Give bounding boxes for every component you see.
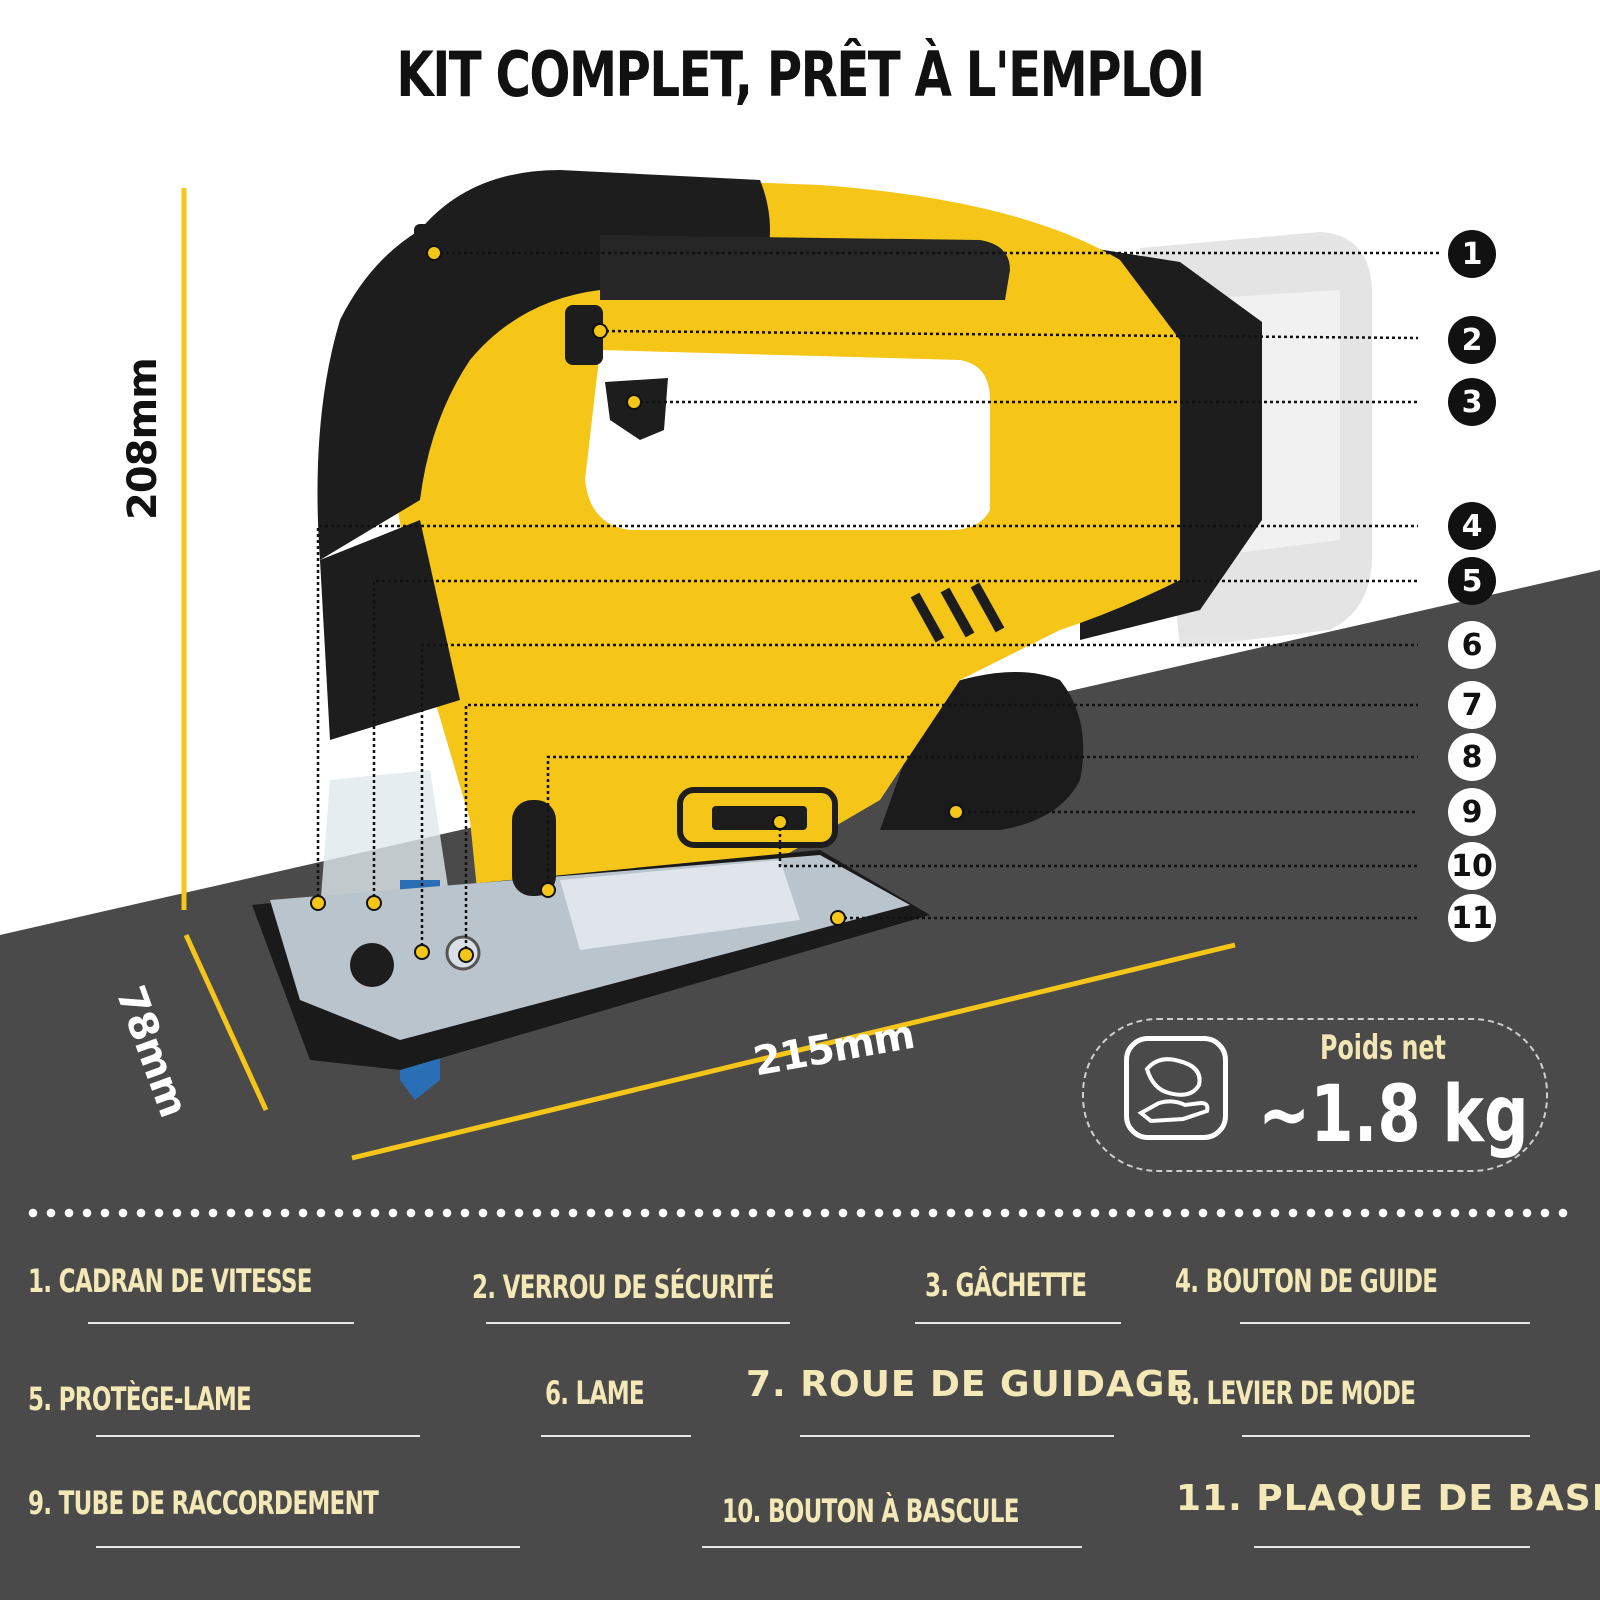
part-label-3: 3. GÂCHETTE	[925, 1266, 1087, 1304]
part-label-1: 1. CADRAN DE VITESSE	[28, 1262, 313, 1300]
callout-5: 5	[1448, 557, 1496, 605]
guide-knob	[350, 943, 394, 987]
weight-value: ~1.8 kg	[1258, 1070, 1529, 1160]
callout-8: 8	[1448, 733, 1496, 781]
callout-10: 10	[1448, 842, 1496, 890]
callout-2: 2	[1448, 316, 1496, 364]
leader-line-2	[599, 329, 1419, 340]
part-label-4: 4. BOUTON DE GUIDE	[1175, 1262, 1438, 1300]
callout-11: 11	[1448, 894, 1496, 942]
callout-4: 4	[1448, 502, 1496, 550]
part-underline-6	[541, 1435, 691, 1437]
callout-9: 9	[1448, 788, 1496, 836]
weight-hand-icon	[1124, 1036, 1228, 1140]
part-underline-5	[96, 1435, 420, 1437]
part-label-10: 10. BOUTON À BASCULE	[722, 1492, 1019, 1530]
leader-lines	[316, 251, 1440, 955]
floor-area	[0, 570, 1600, 1600]
blade-guard	[320, 770, 450, 910]
callout-3: 3	[1448, 378, 1496, 426]
part-underline-11	[1254, 1546, 1530, 1548]
callout-7: 7	[1448, 681, 1496, 729]
height-dimension-label: 208mm	[120, 358, 166, 520]
grip-top	[600, 235, 1010, 300]
part-label-9: 9. TUBE DE RACCORDEMENT	[28, 1484, 379, 1522]
dotted-separator	[24, 1208, 1576, 1218]
vents	[910, 582, 1005, 643]
part-label-8: 8. LEVIER DE MODE	[1176, 1374, 1416, 1412]
callout-1: 1	[1448, 230, 1496, 278]
leader-line-10	[778, 822, 1418, 868]
part-label-6: 6. LAME	[545, 1374, 645, 1412]
callout-6: 6	[1448, 621, 1496, 669]
part-underline-10	[702, 1546, 1082, 1548]
part-underline-9	[96, 1546, 520, 1548]
part-label-7: 7. ROUE DE GUIDAGE	[746, 1364, 1192, 1405]
base-plate-bracket	[560, 860, 800, 950]
part-underline-4	[1240, 1322, 1530, 1324]
part-underline-8	[1242, 1435, 1530, 1437]
toggle-knob	[712, 806, 807, 830]
leader-line-4	[316, 524, 1418, 903]
mode-lever	[512, 800, 556, 896]
handle-opening	[585, 350, 990, 530]
page-title: KIT COMPLET, PRÊT À L'EMPLOI	[396, 38, 1205, 111]
part-underline-2	[486, 1322, 790, 1324]
depth-dimension-line	[183, 933, 269, 1112]
leader-line-6	[420, 643, 1418, 952]
leader-line-8	[546, 755, 1418, 890]
part-underline-7	[800, 1435, 1114, 1437]
part-underline-1	[88, 1322, 354, 1324]
weight-label: Poids net	[1320, 1028, 1446, 1068]
safety-lock	[565, 305, 603, 365]
part-underline-3	[915, 1322, 1121, 1324]
part-label-2: 2. VERROU DE SÉCURITÉ	[472, 1268, 774, 1306]
part-label-5: 5. PROTÈGE-LAME	[28, 1380, 252, 1418]
part-label-11: 11. PLAQUE DE BASE	[1176, 1478, 1600, 1519]
leader-dots	[310, 245, 964, 963]
width-dimension-line	[351, 942, 1236, 1161]
leader-line-7	[464, 703, 1418, 955]
grip-front	[320, 520, 460, 740]
weight-badge	[1082, 1018, 1548, 1172]
